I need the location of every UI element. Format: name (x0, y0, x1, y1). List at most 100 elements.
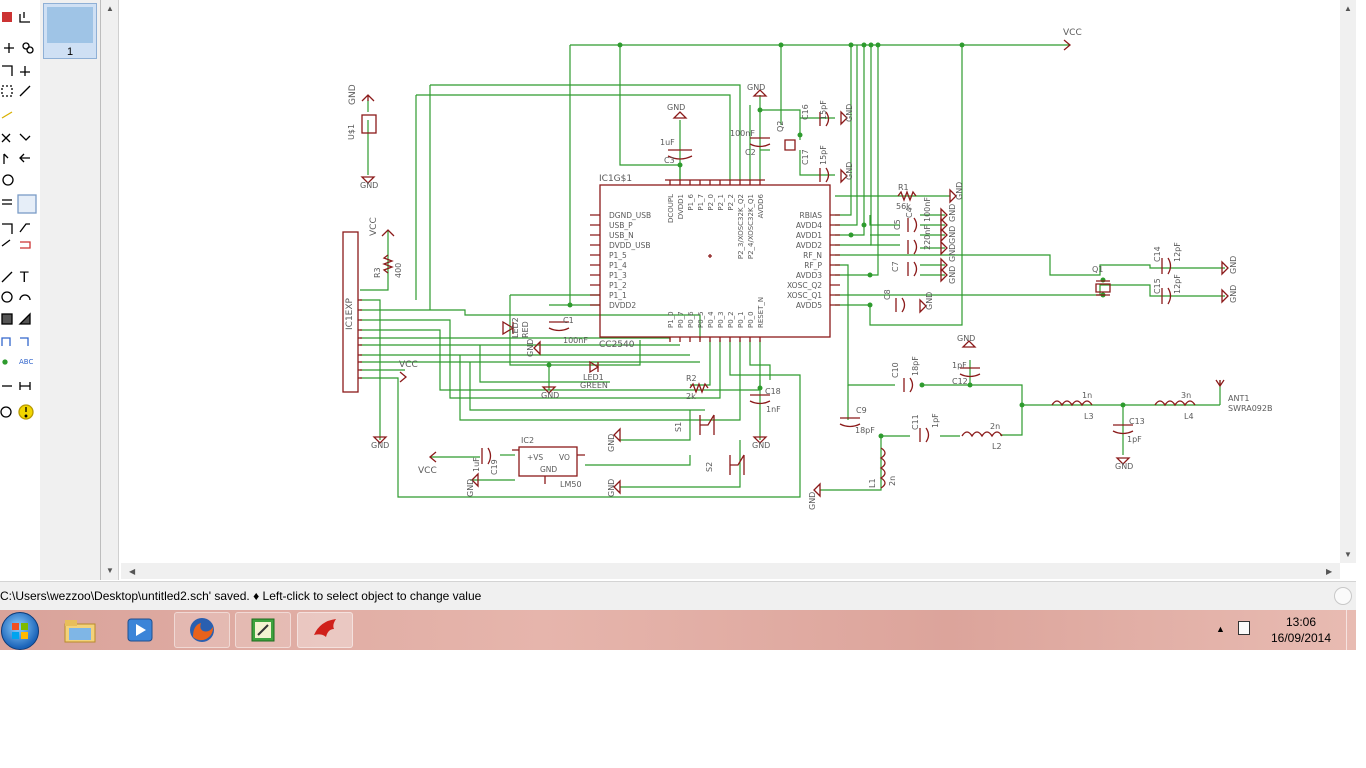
start-button[interactable] (1, 612, 39, 650)
svg-text:R1: R1 (898, 183, 909, 192)
eagle-app-icon (314, 619, 336, 637)
taskbar-eagle-button[interactable] (297, 612, 353, 648)
ic1-name: CC2540 (599, 340, 635, 350)
media-player-icon (127, 618, 153, 642)
u1-label: U$1 (347, 124, 356, 140)
svg-text:400: 400 (394, 263, 403, 278)
svg-text:AVDD2: AVDD2 (796, 241, 822, 250)
svg-text:GND: GND (371, 441, 389, 450)
svg-text:R2: R2 (686, 374, 697, 383)
svg-text:1pF: 1pF (1127, 435, 1142, 444)
svg-text:R3: R3 (373, 267, 382, 278)
svg-text:15pF: 15pF (819, 100, 828, 120)
system-clock[interactable]: 13:06 16/09/2014 (1262, 614, 1340, 646)
svg-text:LED1: LED1 (583, 373, 604, 382)
clock-time: 13:06 (1285, 615, 1317, 629)
svg-text:RF_P: RF_P (804, 261, 822, 270)
svg-text:SWRA092B: SWRA092B (1228, 404, 1272, 413)
network-icon[interactable] (1238, 621, 1250, 635)
svg-text:P1_7: P1_7 (697, 194, 705, 211)
canvas-horizontal-scrollbar[interactable]: ◀ ▶ (121, 563, 1340, 579)
svg-text:P0_5: P0_5 (697, 311, 705, 328)
svg-text:P0_2: P0_2 (727, 311, 735, 328)
svg-text:C2: C2 (745, 148, 756, 157)
taskbar-editor-button[interactable] (235, 612, 291, 648)
svg-text:GND: GND (1229, 285, 1238, 303)
svg-text:1nF: 1nF (766, 405, 781, 414)
ic1-top-pins: DCOUPL DVDD1 P1_6 P1_7 P2_0 P2_1 P2_2 P2… (667, 193, 765, 259)
status-indicator-icon (1334, 587, 1352, 605)
svg-text:ABC: ABC (19, 358, 33, 366)
folder-icon (64, 620, 96, 643)
scroll-up-arrow-icon[interactable]: ▲ (106, 4, 114, 13)
svg-text:GND: GND (948, 204, 957, 222)
schematic-canvas[interactable]: VCC GND VCC VCC VCC U$1 GND GND GND GND … (121, 0, 1339, 563)
vcc-label-connector: VCC (399, 360, 418, 370)
svg-text:C17: C17 (801, 149, 810, 165)
vcc-label-top: VCC (1063, 28, 1082, 38)
svg-text:15pF: 15pF (819, 145, 828, 165)
svg-text:XOSC_Q2: XOSC_Q2 (787, 281, 822, 290)
svg-text:RED: RED (521, 321, 530, 338)
svg-text:DVDD1: DVDD1 (677, 194, 685, 219)
scroll-down-arrow-icon[interactable]: ▼ (106, 566, 114, 575)
svg-text:220nF: 220nF (923, 225, 932, 250)
svg-text:AVDD4: AVDD4 (796, 221, 822, 230)
svg-text:P0_0: P0_0 (747, 311, 755, 328)
schematic-drawing[interactable]: VCC GND VCC VCC VCC U$1 GND GND GND GND … (121, 0, 1339, 563)
svg-text:T: T (19, 270, 29, 286)
svg-text:GND: GND (752, 441, 770, 450)
taskbar-firefox-button[interactable] (174, 612, 230, 648)
show-desktop-button[interactable] (1346, 610, 1357, 650)
svg-text:GND: GND (607, 479, 616, 497)
svg-text:GND: GND (948, 266, 957, 284)
svg-text:C18: C18 (765, 387, 781, 396)
svg-text:P2_3/XOSC32K_Q2: P2_3/XOSC32K_Q2 (737, 194, 745, 259)
svg-text:GND: GND (955, 182, 964, 200)
canvas-scroll-left-icon[interactable]: ◀ (129, 567, 136, 576)
pages-scrollbar[interactable]: ▲ ▼ (101, 0, 119, 580)
svg-text:XOSC_Q1: XOSC_Q1 (787, 291, 822, 300)
svg-text:DVDD_USB: DVDD_USB (609, 241, 650, 250)
svg-text:P0_6: P0_6 (687, 311, 695, 328)
tray-expand-icon[interactable]: ▲ (1216, 624, 1225, 634)
svg-text:C8: C8 (883, 289, 892, 300)
svg-text:1pF: 1pF (952, 361, 967, 370)
svg-text:AVDD5: AVDD5 (796, 301, 822, 310)
taskbar-explorer-button[interactable] (52, 612, 108, 648)
svg-text:P0_4: P0_4 (707, 311, 715, 328)
svg-text:C7: C7 (891, 261, 900, 272)
svg-text:1uF: 1uF (472, 457, 481, 472)
svg-text:DCOUPL: DCOUPL (667, 194, 675, 223)
tool-icons: T ABC (0, 12, 37, 420)
canvas-scroll-up-icon[interactable]: ▲ (1344, 4, 1352, 13)
svg-text:P1_5: P1_5 (609, 251, 627, 260)
pages-panel: 1 (40, 0, 101, 580)
taskbar-media-player-button[interactable] (112, 612, 168, 648)
svg-text:VO: VO (559, 453, 570, 462)
svg-text:GND: GND (466, 479, 475, 497)
svg-text:C19: C19 (490, 459, 499, 475)
svg-text:GND: GND (948, 244, 957, 262)
canvas-scroll-down-icon[interactable]: ▼ (1344, 550, 1352, 559)
taskbar: ▲ 13:06 16/09/2014 (0, 610, 1356, 650)
ic1-right-pins: RBIAS AVDD4 AVDD1 AVDD2 RF_N RF_P AVDD3 … (787, 211, 822, 310)
svg-text:P1_1: P1_1 (609, 291, 627, 300)
ic1-bottom-pins: P1_0 P0_7 P0_6 P0_5 P0_4 P0_3 P0_2 P0_1 … (667, 297, 765, 328)
svg-text:100nF: 100nF (563, 336, 588, 345)
svg-text:IC2: IC2 (521, 436, 534, 445)
ic1-left-pins: DGND_USB USB_P USB_N DVDD_USB P1_5 P1_4 … (609, 211, 651, 310)
windows-logo-icon (12, 623, 28, 639)
svg-text:RESET_N: RESET_N (757, 297, 765, 328)
canvas-vertical-scrollbar[interactable]: ▲ ▼ (1340, 0, 1356, 563)
canvas-scroll-right-icon[interactable]: ▶ (1326, 567, 1333, 576)
wires (360, 44, 1225, 498)
svg-text:GND: GND (957, 334, 975, 343)
page-thumbnail[interactable]: 1 (43, 3, 97, 59)
svg-text:LM50: LM50 (560, 480, 582, 489)
schematic-labels: VCC GND VCC VCC VCC U$1 GND GND GND GND … (345, 28, 1272, 510)
svg-text:P1_0: P1_0 (667, 311, 675, 328)
svg-text:GND: GND (360, 181, 378, 190)
svg-text:GND: GND (948, 226, 957, 244)
svg-text:18pF: 18pF (911, 356, 920, 376)
